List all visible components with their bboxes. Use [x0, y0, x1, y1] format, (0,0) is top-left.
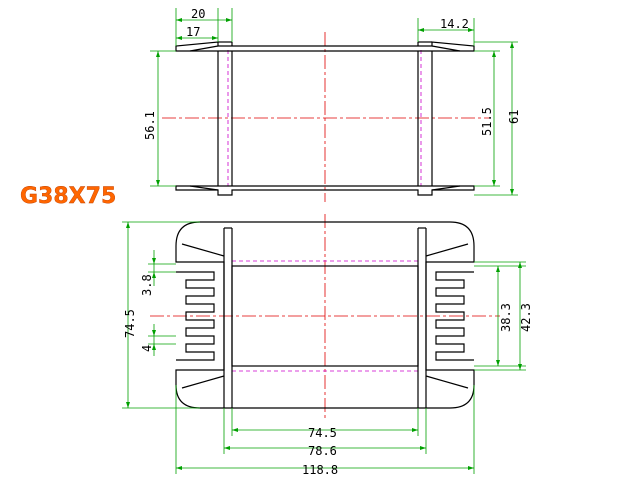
top-outline: [175, 41, 475, 196]
dim-right-inner-height: 51.5: [480, 107, 494, 136]
dim-flange-right: 14.2: [440, 17, 469, 31]
front-centerlines: [150, 214, 500, 418]
dim-core-width: 74.5: [308, 426, 337, 440]
dim-overall-width: 118.8: [302, 463, 338, 477]
top-centerlines: [162, 32, 490, 202]
dim-right-outer-height: 61: [507, 110, 521, 124]
dim-overall-height: 74.5: [123, 309, 137, 338]
front-dimension-arrows: [126, 222, 522, 470]
front-view: 3.8 74.5 4 38.3 42.3 74.5 78.6 118.8: [122, 214, 533, 477]
top-dimension-arrows: [156, 18, 514, 195]
top-dimension-lines: [150, 8, 518, 196]
dim-inner-height: 38.3: [499, 303, 513, 332]
drawing-title: G38X75: [20, 184, 116, 209]
dim-slot-gap: 3.8: [140, 274, 154, 296]
dim-flange-inner: 17: [186, 25, 200, 39]
front-outline: [175, 221, 475, 409]
top-hidden-lines: [227, 50, 422, 186]
front-hidden-lines: [232, 260, 418, 372]
dim-pin-pitch: 4: [140, 345, 154, 352]
dim-flange-outer: 20: [191, 7, 205, 21]
top-view: 20 17 14.2 56.1 51.5 61: [143, 7, 521, 202]
front-dimension-lines: [122, 221, 526, 474]
dim-bobbin-width: 78.6: [308, 444, 337, 458]
dim-left-height: 56.1: [143, 111, 157, 140]
dim-outer-height: 42.3: [519, 303, 533, 332]
